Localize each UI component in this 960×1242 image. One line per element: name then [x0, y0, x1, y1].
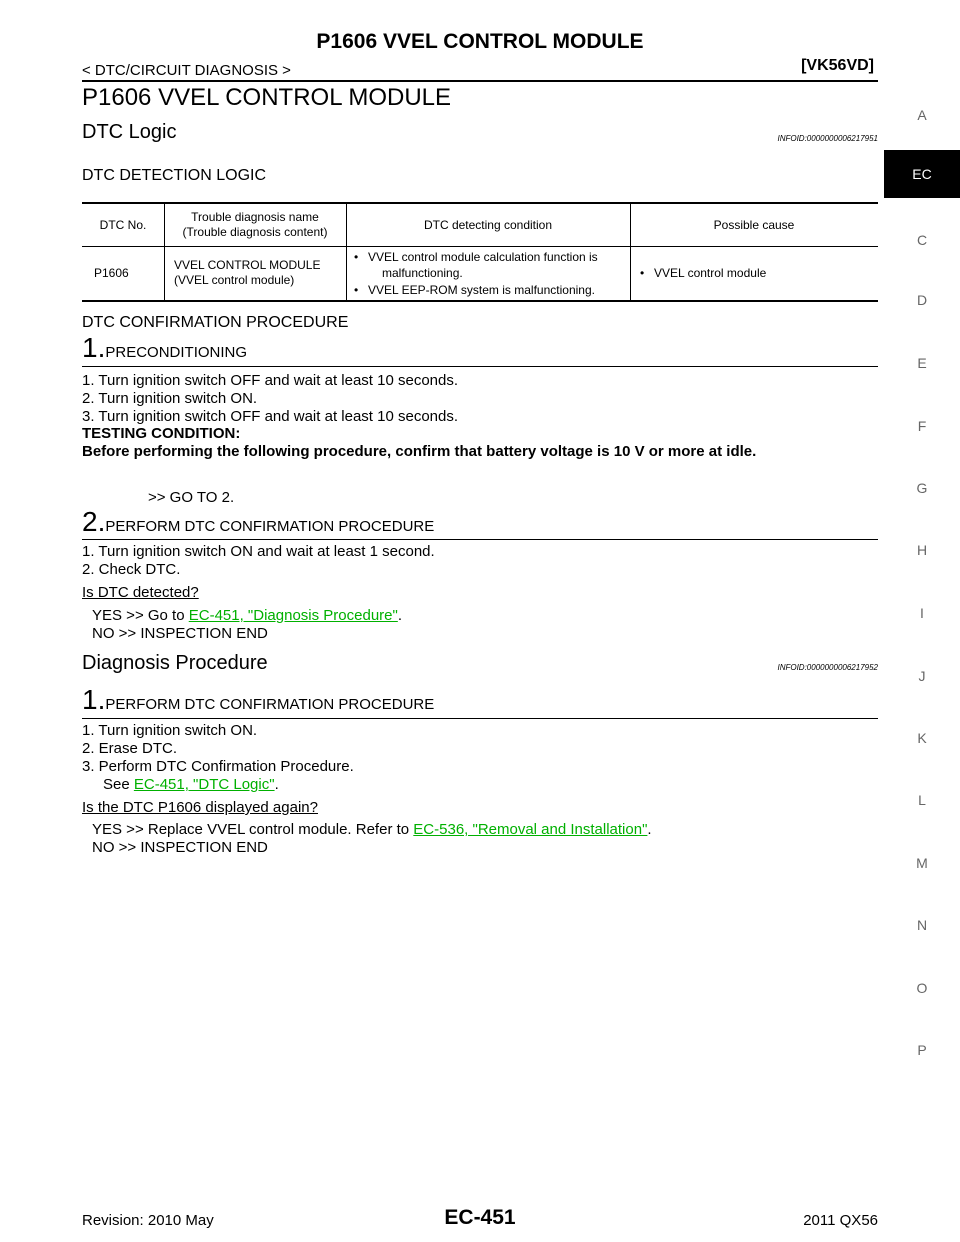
step-divider [82, 366, 878, 367]
diagnosis-item: 2. Erase DTC. [82, 740, 178, 757]
tab-i[interactable]: I [920, 605, 924, 621]
engine-code: [VK56VD] [801, 57, 874, 74]
step-divider [82, 718, 878, 719]
diagnosis-procedure-heading: Diagnosis Procedure [82, 652, 268, 674]
diagnosis-procedure-link[interactable]: EC-451, "Diagnosis Procedure" [188, 607, 398, 624]
tab-c[interactable]: C [916, 232, 928, 248]
step-number: 1. [82, 684, 106, 715]
breadcrumb: < DTC/CIRCUIT DIAGNOSIS > [82, 62, 291, 79]
tab-d[interactable]: D [916, 292, 928, 308]
table-header-dtc-no: DTC No. [99, 218, 147, 232]
step-title: PERFORM DTC CONFIRMATION PROCEDURE [105, 696, 435, 713]
step-number: 2. [82, 506, 106, 537]
step-1-item: 3. Turn ignition switch OFF and wait at … [82, 408, 459, 425]
diagnosis-question: Is the DTC P1606 displayed again? [82, 799, 318, 816]
table-cell-condition-1b: malfunctioning. [382, 266, 463, 280]
diagnosis-item: 1. Turn ignition switch ON. [82, 722, 258, 739]
see-reference: See EC-451, "DTC Logic". [103, 776, 279, 794]
tab-e[interactable]: E [917, 355, 927, 371]
table-cell-bullet: • [640, 266, 645, 280]
step-1-item: 1. Turn ignition switch OFF and wait at … [82, 372, 459, 389]
table-header-condition: DTC detecting condition [423, 218, 553, 232]
tab-n[interactable]: N [916, 917, 928, 933]
removal-installation-link[interactable]: EC-536, "Removal and Installation" [413, 821, 648, 838]
diagnosis-step-1-heading: 1.PERFORM DTC CONFIRMATION PROCEDURE [82, 684, 434, 716]
dtc-logic-link[interactable]: EC-451, "DTC Logic" [133, 776, 275, 793]
step-2-item: 1. Turn ignition switch ON and wait at l… [82, 543, 435, 560]
step-title: PERFORM DTC CONFIRMATION PROCEDURE [105, 518, 435, 535]
yes-suffix: . [647, 821, 652, 838]
step-2-question: Is DTC detected? [82, 584, 199, 601]
diagnosis-yes-answer: YES >> Replace VVEL control module. Refe… [92, 821, 652, 839]
dtc-logic-heading: DTC Logic [82, 121, 177, 143]
table-header-diagnosis-name: Trouble diagnosis name (Trouble diagnosi… [182, 210, 328, 239]
step-2-no-answer: NO >> INSPECTION END [92, 625, 268, 642]
testing-condition-label: TESTING CONDITION: [82, 425, 241, 442]
tab-k[interactable]: K [917, 730, 927, 746]
see-suffix: . [274, 776, 279, 793]
page-number: EC-451 [444, 1206, 516, 1229]
step-title: PRECONDITIONING [105, 344, 248, 361]
see-label: See [103, 776, 134, 793]
goto-step-2: >> GO TO 2. [148, 489, 235, 506]
confirmation-heading: DTC CONFIRMATION PROCEDURE [82, 314, 349, 331]
tab-a[interactable]: A [917, 107, 927, 123]
table-header-cause: Possible cause [713, 218, 795, 232]
tab-m[interactable]: M [916, 855, 928, 871]
diagnosis-infoid: INFOID:0000000006217952 [777, 663, 878, 672]
header-divider [82, 80, 878, 82]
header-title: P1606 VVEL CONTROL MODULE [316, 30, 644, 53]
step-2-heading: 2.PERFORM DTC CONFIRMATION PROCEDURE [82, 506, 434, 538]
page-title: P1606 VVEL CONTROL MODULE [82, 84, 452, 111]
tab-j[interactable]: J [918, 668, 926, 684]
tab-ec[interactable]: EC [884, 150, 960, 198]
step-2-yes-answer: YES >> Go to EC-451, "Diagnosis Procedur… [92, 607, 402, 625]
tab-f[interactable]: F [917, 418, 927, 434]
revision-text: Revision: 2010 May [82, 1212, 214, 1229]
dtc-logic-infoid: INFOID:0000000006217951 [777, 134, 878, 143]
table-cell-condition-2: VVEL EEP-ROM system is malfunctioning. [368, 283, 595, 297]
table-cell-condition-1a: VVEL control module calculation function… [368, 250, 598, 264]
model-text: 2011 QX56 [803, 1212, 878, 1229]
yes-label: YES >> Replace VVEL control module. Refe… [92, 821, 414, 838]
step-divider [82, 539, 878, 540]
section-tabs: A EC C D E F G H I J K L M N O P [884, 90, 960, 1070]
tab-p[interactable]: P [917, 1042, 927, 1058]
step-2-item: 2. Check DTC. [82, 561, 181, 578]
step-1-item: 2. Turn ignition switch ON. [82, 390, 258, 407]
table-cell-name-line1: VVEL CONTROL MODULE [174, 258, 321, 272]
tab-l[interactable]: L [918, 792, 926, 808]
diagnosis-item: 3. Perform DTC Confirmation Procedure. [82, 758, 354, 775]
table-cell-bullet: • [354, 250, 359, 264]
table-cell-dtc-no: P1606 [94, 266, 129, 280]
tab-h[interactable]: H [916, 542, 928, 558]
tab-o[interactable]: O [916, 980, 928, 996]
yes-label: YES >> Go to [92, 607, 189, 624]
tab-g[interactable]: G [916, 480, 928, 496]
table-cell-cause: VVEL control module [654, 266, 767, 280]
table-cell-name-line2: (VVEL control module) [174, 273, 295, 287]
step-number: 1. [82, 332, 106, 363]
table-cell-bullet: • [354, 283, 359, 297]
dtc-table: DTC No. Trouble diagnosis name (Trouble … [82, 202, 878, 302]
diagnosis-no-answer: NO >> INSPECTION END [92, 839, 268, 856]
detection-logic-heading: DTC DETECTION LOGIC [82, 167, 267, 184]
yes-suffix: . [397, 607, 402, 624]
step-1-heading: 1.PRECONDITIONING [82, 332, 247, 364]
testing-condition-text: Before performing the following procedur… [82, 443, 757, 460]
